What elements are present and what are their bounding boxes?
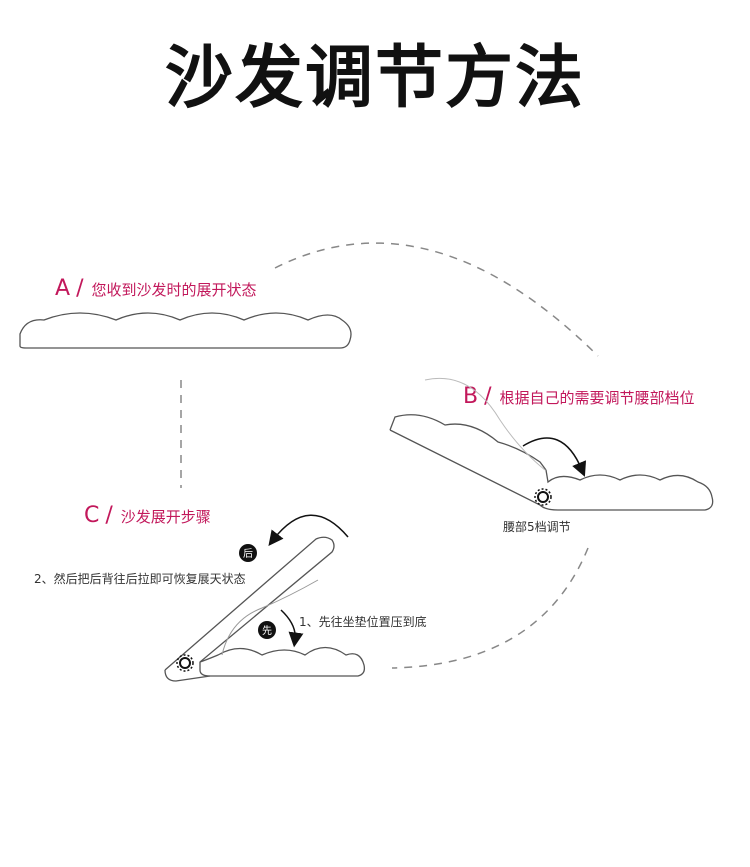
badge-after-text: 后 xyxy=(243,548,253,560)
sofa-a-flat xyxy=(19,312,352,349)
step-c-label: C/ 沙发展开步骤 xyxy=(84,503,211,528)
step-a-slash: / xyxy=(76,276,84,301)
sofa-c-inner xyxy=(221,579,319,656)
sofa-b-arrow xyxy=(522,437,587,477)
sofa-c-seat-outline xyxy=(164,669,211,682)
step-b-label: B/根据自己的需要调节腰部档位 xyxy=(463,384,695,409)
step-c-text: 沙发展开步骤 xyxy=(120,508,211,526)
dashed-arc-a-to-b xyxy=(274,242,599,357)
step1-note: 1、先往坐垫位置压到底 xyxy=(299,615,427,629)
badge-first: 先 xyxy=(258,621,276,639)
sofa-c-arrow-back xyxy=(268,514,349,546)
sofa-b-faint-back xyxy=(424,377,546,471)
step-a-letter: A xyxy=(55,276,71,301)
waist-adjust-note: 腰部5档调节 xyxy=(503,520,571,534)
badge-after: 后 xyxy=(239,544,257,562)
badge-first-text: 先 xyxy=(262,625,272,637)
step2-note: 2、然后把后背往后拉即可恢复展天状态 xyxy=(34,572,246,586)
step-a-text: 您收到沙发时的展开状态 xyxy=(91,281,257,299)
sofa-c-arrow-press xyxy=(280,609,304,648)
page-title: 沙发调节方法 xyxy=(164,39,585,118)
dashed-arc-b-to-c xyxy=(391,547,589,669)
sofa-b-body xyxy=(389,429,714,511)
step-c-letter: C xyxy=(84,503,100,528)
sofa-b-back xyxy=(389,414,547,471)
sofa-c-hinge-icon xyxy=(176,654,194,672)
sofa-b-hinge-icon xyxy=(534,488,552,506)
step-b-slash: / xyxy=(484,384,492,409)
step-b-text: 根据自己的需要调节腰部档位 xyxy=(499,389,695,407)
step-a-label: A/ 您收到沙发时的展开状态 xyxy=(55,276,257,301)
step-c-slash: / xyxy=(105,503,113,528)
